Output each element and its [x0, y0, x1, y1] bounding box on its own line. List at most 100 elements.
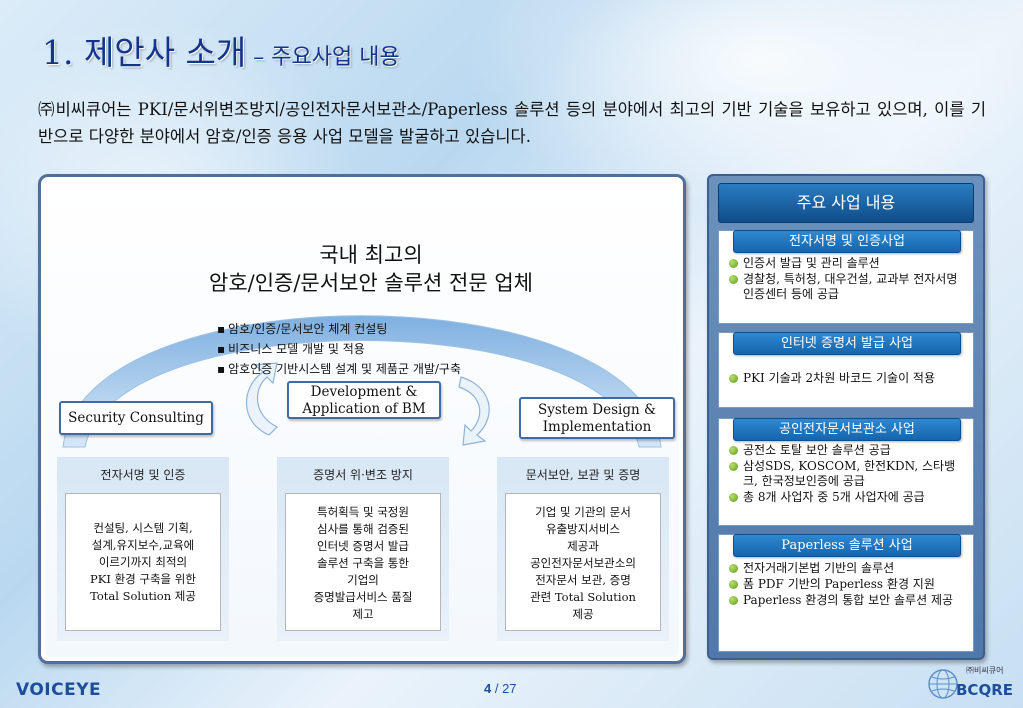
column-line: 컨설팅, 시스템 기획,: [93, 521, 193, 535]
column-body: 기업 및 기관의 문서 유출방지서비스 제공과 공인전자문서보관소의 전자문서 …: [505, 493, 661, 631]
hero-line-2: 암호/인증/문서보안 솔루션 전문 업체: [209, 271, 533, 295]
column-line: 설계,유지보수,교육에: [91, 538, 195, 552]
section-list: 인증서 발급 및 관리 솔루션 경찰청, 특허청, 대우건설, 교과부 전자서명…: [727, 256, 967, 303]
column-line: 제공과: [567, 539, 599, 553]
column-line: 이르기까지 최적의: [98, 555, 188, 569]
section-list: 공전소 토탈 보안 솔루션 공급 삼성SDS, KOSCOM, 한전KDN, 스…: [727, 443, 967, 506]
section-tag: 인터넷 증명서 발급 사업: [733, 332, 961, 355]
column-line: PKI 환경 구축을 위한: [90, 572, 196, 586]
section-item: Paperless 환경의 통합 보안 솔루션 제공: [727, 593, 967, 608]
development-line-2: Application of BM: [302, 401, 426, 417]
slide-title: 1. 제안사 소개 – 주요사업 내용: [42, 26, 400, 74]
arch-diagram: [62, 315, 662, 448]
section-item: 총 8개 사업자 중 5개 사업자에 공급: [727, 490, 967, 505]
bullet-dot-icon: [729, 259, 738, 268]
column-line: Total Solution 제공: [90, 589, 196, 603]
section-tag: 전자서명 및 인증사업: [733, 230, 961, 253]
section-item-text: 인증서 발급 및 관리 솔루션: [743, 256, 880, 270]
development-line-1: Development &: [310, 384, 418, 400]
hero-line-1: 국내 최고의: [319, 243, 423, 267]
section-list: 전자거래기본법 기반의 솔루션 폼 PDF 기반의 Paperless 환경 지…: [727, 561, 967, 609]
title-main: 1. 제안사 소개: [42, 33, 247, 72]
section-item: 삼성SDS, KOSCOM, 한전KDN, 스타뱅크, 한국정보인증에 공급: [727, 459, 967, 489]
section-item-text: Paperless 환경의 통합 보안 솔루션 제공: [743, 593, 954, 607]
column-anti-forgery: 증명서 위·변조 방지 특허획득 및 국정원 심사를 통해 검증된 인터넷 증명…: [277, 457, 449, 641]
column-line: 기업의: [347, 573, 379, 587]
bullet-dot-icon: [729, 275, 738, 284]
column-line: 공인전자문서보관소의: [530, 556, 636, 570]
column-title: 전자서명 및 인증: [100, 468, 186, 482]
section-digital-signature: 전자서명 및 인증사업 인증서 발급 및 관리 솔루션 경찰청, 특허청, 대우…: [718, 230, 974, 324]
column-line: 증명발급서비스 품질: [313, 590, 413, 604]
section-item: PKI 기술과 2차원 바코드 기술이 적용: [727, 371, 967, 386]
hero-heading: 국내 최고의 암호/인증/문서보안 솔루션 전문 업체: [161, 241, 581, 297]
security-consulting-label: Security Consulting: [68, 410, 204, 426]
brand-company-name: ㈜비씨큐어: [966, 666, 1004, 675]
column-line: 제고: [352, 607, 374, 621]
page-total: 27: [502, 681, 517, 696]
column-line: 전자문서 보관, 증명: [535, 573, 631, 587]
bullet-dot-icon: [729, 374, 738, 383]
section-paperless: Paperless 솔루션 사업 전자거래기본법 기반의 솔루션 폼 PDF 기…: [718, 534, 974, 652]
page-current: 4: [484, 681, 492, 696]
development-box: Development & Application of BM: [287, 381, 441, 419]
section-item-text: 폼 PDF 기반의 Paperless 환경 지원: [743, 577, 935, 591]
bullet-dot-icon: [729, 596, 738, 605]
column-digital-signature: 전자서명 및 인증 컨설팅, 시스템 기획, 설계,유지보수,교육에 이르기까지…: [57, 457, 229, 641]
section-item-text: 공전소 토탈 보안 솔루션 공급: [743, 443, 891, 457]
section-item-text: 전자거래기본법 기반의 솔루션: [743, 561, 895, 575]
voiceye-logo: VOICEYE: [16, 680, 102, 700]
section-list: PKI 기술과 2차원 바코드 기술이 적용: [727, 371, 967, 387]
capability-list: 암호/인증/문서보안 체계 컨설팅 비즈니스 모델 개발 및 적용 암호인증 기…: [217, 319, 461, 379]
intro-paragraph: ㈜비씨큐어는 PKI/문서위변조방지/공인전자문서보관소/Paperless 솔…: [38, 100, 986, 146]
bullet-dot-icon: [729, 493, 738, 502]
column-line: 솔루션 구축을 통한: [317, 556, 409, 570]
section-tag: Paperless 솔루션 사업: [733, 534, 961, 557]
bullet-dot-icon: [729, 446, 738, 455]
capability-item: 암호/인증/문서보안 체계 컨설팅: [217, 319, 461, 339]
column-title: 문서보안, 보관 및 증명: [525, 468, 641, 482]
column-line: 기업 및 기관의 문서: [535, 505, 631, 519]
section-item: 인증서 발급 및 관리 솔루션: [727, 256, 967, 271]
main-business-header: 주요 사업 내용: [718, 183, 974, 223]
column-line: 관련 Total Solution: [530, 590, 636, 604]
curved-arrow-right-icon: [458, 376, 490, 446]
section-item: 경찰청, 특허청, 대우건설, 교과부 전자서명인증센터 등에 공급: [727, 272, 967, 302]
column-document-security: 문서보안, 보관 및 증명 기업 및 기관의 문서 유출방지서비스 제공과 공인…: [497, 457, 669, 641]
section-tag: 공인전자문서보관소 사업: [733, 418, 961, 441]
bullet-dot-icon: [729, 462, 738, 471]
system-design-box: System Design & Implementation: [519, 397, 675, 439]
section-item: 전자거래기본법 기반의 솔루션: [727, 561, 967, 576]
title-sub: 주요사업 내용: [271, 45, 400, 70]
main-business-panel: 주요 사업 내용 전자서명 및 인증사업 인증서 발급 및 관리 솔루션 경찰청…: [707, 174, 985, 660]
column-body: 특허획득 및 국정원 심사를 통해 검증된 인터넷 증명서 발급 솔루션 구축을…: [285, 493, 441, 631]
system-design-line-1: System Design &: [537, 402, 656, 418]
business-overview-panel: 국내 최고의 암호/인증/문서보안 솔루션 전문 업체 암호/인증/문서보안 체…: [38, 174, 686, 664]
bcqre-logo: ㈜비씨큐어 BCQRE: [926, 663, 1016, 703]
section-item: 폼 PDF 기반의 Paperless 환경 지원: [727, 577, 967, 592]
column-line: 인터넷 증명서 발급: [317, 539, 409, 553]
system-design-line-2: Implementation: [542, 419, 652, 435]
page-separator: /: [491, 681, 503, 696]
column-line: 심사를 통해 검증된: [317, 522, 409, 536]
section-item-text: 총 8개 사업자 중 5개 사업자에 공급: [743, 490, 925, 504]
section-item-text: PKI 기술과 2차원 바코드 기술이 적용: [743, 371, 936, 385]
bullet-dot-icon: [729, 564, 738, 573]
capability-item: 비즈니스 모델 개발 및 적용: [217, 339, 461, 359]
page-number: 4 / 27: [484, 681, 517, 696]
brand-name: BCQRE: [956, 681, 1013, 699]
section-item: 공전소 토탈 보안 솔루션 공급: [727, 443, 967, 458]
column-line: 특허획득 및 국정원: [317, 505, 409, 519]
column-body: 컨설팅, 시스템 기획, 설계,유지보수,교육에 이르기까지 최적의 PKI 환…: [65, 493, 221, 631]
section-item-text: 경찰청, 특허청, 대우건설, 교과부 전자서명인증센터 등에 공급: [743, 272, 958, 301]
column-line: 유출방지서비스: [545, 522, 621, 536]
bullet-dot-icon: [729, 580, 738, 589]
security-consulting-box: Security Consulting: [59, 401, 213, 435]
section-internet-certificate: 인터넷 증명서 발급 사업 PKI 기술과 2차원 바코드 기술이 적용: [718, 332, 974, 408]
column-line: 제공: [572, 607, 594, 621]
title-dash: –: [246, 45, 272, 70]
globe-icon: [928, 669, 958, 699]
capability-item: 암호인증 기반시스템 설계 및 제품군 개발/구축: [217, 359, 461, 379]
section-e-document-archive: 공인전자문서보관소 사업 공전소 토탈 보안 솔루션 공급 삼성SDS, KOS…: [718, 418, 974, 526]
column-title: 증명서 위·변조 방지: [313, 468, 413, 482]
